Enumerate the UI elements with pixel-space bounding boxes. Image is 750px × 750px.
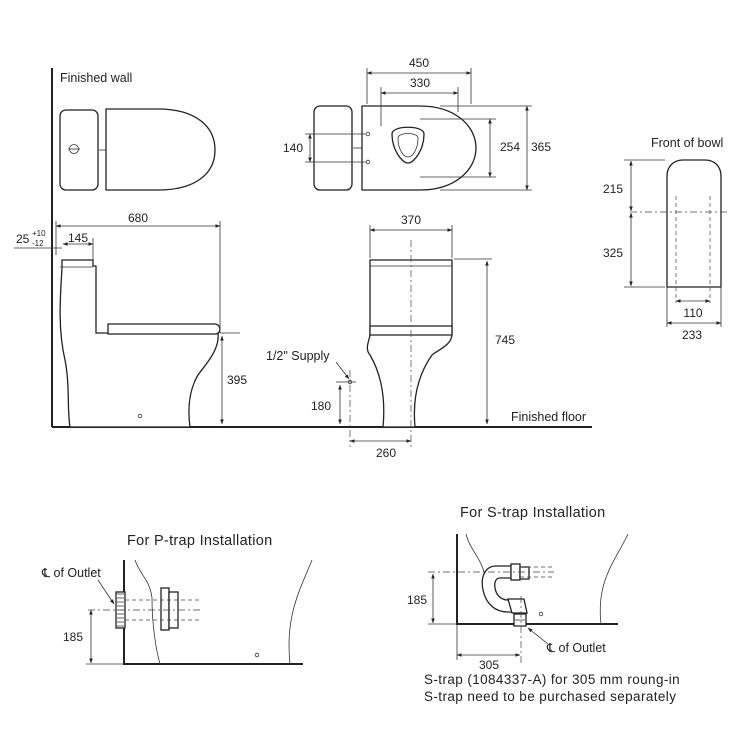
top-plan-view: 450 330 140 254 365 xyxy=(283,56,551,191)
supply-label: 1/2" Supply xyxy=(266,349,330,363)
s-trap-dim-185: 185 xyxy=(407,593,427,607)
dim-233: 233 xyxy=(682,328,702,342)
s-trap-cl-outlet-label: ℄ of Outlet xyxy=(546,641,606,655)
front-of-bowl-label: Front of bowl xyxy=(651,136,723,150)
dim-260: 260 xyxy=(376,446,396,460)
side-view: Finished wall 680 145 25 +10 -12 xyxy=(14,68,592,428)
dim-395: 395 xyxy=(227,373,247,387)
dim-140: 140 xyxy=(283,141,303,155)
dim-325: 325 xyxy=(603,246,623,260)
front-elevation: 370 745 1/2" Supply 180 260 Finished flo… xyxy=(266,213,586,460)
dim-110: 110 xyxy=(683,306,702,320)
dim-450: 450 xyxy=(409,56,429,70)
p-trap-cl-outlet-label: ℄ of Outlet xyxy=(41,566,101,580)
dim-365: 365 xyxy=(531,140,551,154)
s-trap-dim-305: 305 xyxy=(479,658,499,672)
dim-745: 745 xyxy=(495,333,515,347)
dim-370: 370 xyxy=(401,213,421,227)
front-of-bowl-view: Front of bowl 215 325 110 233 xyxy=(603,136,730,342)
s-trap-detail: For S-trap Installation ℄ of Outlet 185 … xyxy=(407,505,680,704)
dim-215: 215 xyxy=(603,182,623,196)
p-trap-dim-185: 185 xyxy=(63,630,83,644)
dim-145: 145 xyxy=(68,231,88,245)
finished-floor-label: Finished floor xyxy=(511,410,586,424)
side-top-view xyxy=(59,108,216,191)
s-trap-note-1: S-trap (1084337-A) for 305 mm roung-in xyxy=(424,672,680,687)
s-trap-title: For S-trap Installation xyxy=(460,505,606,521)
dim-680: 680 xyxy=(128,211,148,225)
dim-25: 25 xyxy=(16,232,30,246)
dim-180: 180 xyxy=(311,399,331,413)
p-trap-detail: For P-trap Installation ℄ of Outlet 185 xyxy=(41,533,313,665)
dim-25-plus: +10 xyxy=(32,229,46,238)
side-elevation xyxy=(59,259,221,428)
p-trap-title: For P-trap Installation xyxy=(127,533,273,549)
dim-330: 330 xyxy=(410,76,430,90)
dim-254: 254 xyxy=(500,140,520,154)
dim-25-minus: -12 xyxy=(32,239,44,248)
finished-wall-label: Finished wall xyxy=(60,71,132,85)
s-trap-note-2: S-trap need to be purchased separately xyxy=(424,689,676,704)
